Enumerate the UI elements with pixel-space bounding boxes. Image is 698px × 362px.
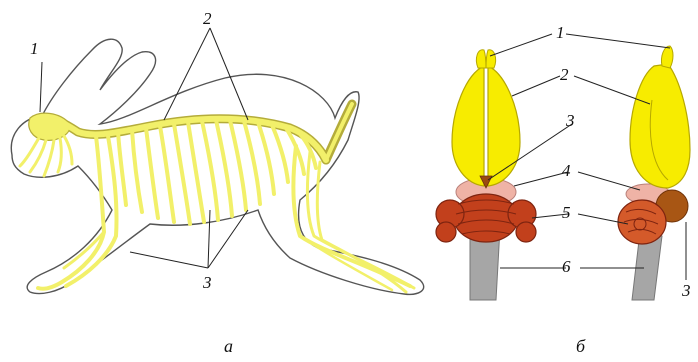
panel-b-caption: б [576, 336, 586, 356]
lateral-olfactory-bulb [661, 46, 673, 68]
panel-b-brains: 1 2 3 4 5 6 3 б [436, 23, 691, 356]
panel-b-label-2-dorsal: 2 [560, 65, 569, 84]
panel-a-caption: а [224, 336, 233, 356]
dorsal-right-hemisphere [488, 66, 520, 186]
brain-dorsal-view [436, 50, 536, 300]
panel-a-label-1: 1 [30, 39, 39, 58]
panel-a-label-3: 3 [202, 273, 212, 292]
panel-b-label-1-dorsal: 1 [556, 23, 565, 42]
lateral-cerebellum [618, 200, 666, 244]
dorsal-olfactory-bulbs [476, 50, 495, 68]
panel-b-label-4: 4 [562, 161, 571, 180]
rabbit-outline [11, 39, 423, 294]
panel-b-label-6: 6 [562, 257, 571, 276]
panel-a-rabbit: 1 2 3 а [11, 9, 423, 356]
panel-b-label-3-dorsal: 3 [565, 111, 575, 130]
panel-b-label-3-lateral: 3 [681, 281, 691, 300]
dorsal-left-hemisphere [452, 66, 484, 186]
brain-lateral-view [618, 46, 690, 300]
panel-a-label-2: 2 [203, 9, 212, 28]
panel-b-label-5: 5 [562, 203, 571, 222]
dorsal-cerebellum [436, 194, 536, 242]
